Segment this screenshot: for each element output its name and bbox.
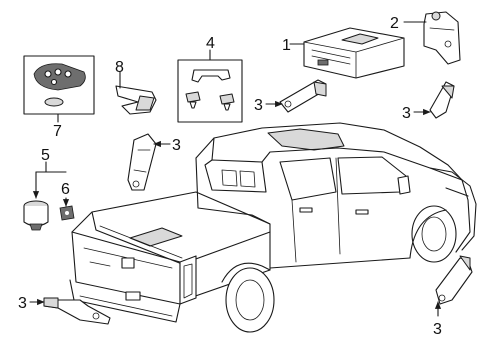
callout-7: 7 [53,123,62,140]
callout-3-right: 3 [402,105,411,122]
parking-sensor [23,200,49,231]
callout-2: 2 [390,15,399,32]
callout-5: 5 [41,147,50,164]
callout-1: 1 [282,37,291,54]
callout-3-trim: 3 [172,137,181,154]
mounting-bracket [423,11,461,65]
callout-3-bottom-right: 3 [433,321,442,338]
callout-3-bottom-left: 3 [18,295,27,312]
bracket-3d [43,297,111,325]
coin-battery [44,97,64,107]
push-pin-right [219,93,235,111]
license-plate-lamp [125,291,141,301]
clip-handle [191,69,231,83]
rear-wheel [225,267,275,333]
front-wheel [411,205,457,263]
callout-8: 8 [115,59,124,76]
bracket-3b [429,81,455,119]
bed-liner-panel [129,227,183,247]
sensor-retainer [59,205,75,221]
clip-kit-box [177,59,243,123]
key-fob-box [23,55,95,115]
bracket-3a [279,79,327,113]
callout-4: 4 [206,35,215,52]
trim-piece-3c [127,133,157,191]
callout-6: 6 [61,181,70,198]
tailgate-emblem [121,257,135,269]
control-module [303,27,405,79]
key-fob [33,63,86,91]
bracket-3e [435,255,473,305]
push-pin-left [185,91,201,109]
pickup-truck [69,122,477,333]
callout-3-module: 3 [254,97,263,114]
key-holder [115,85,157,115]
sunroof [267,128,345,151]
